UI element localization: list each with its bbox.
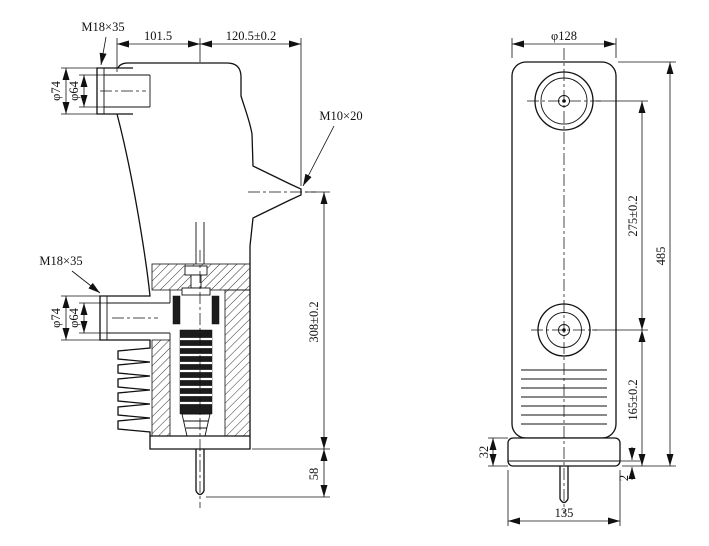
dim-height-stem: 58 <box>206 449 330 498</box>
dim-dia-outer-top-label: φ74 <box>49 80 63 100</box>
right-view: φ128 275±0.2 165±0.2 485 32 <box>477 29 676 526</box>
dim-lip: 2 <box>617 447 640 481</box>
left-view: 101.5 120.5±0.2 M18×35 φ74 φ64 M10×20 M1… <box>39 20 363 508</box>
dim-dia-outer-mid-label: φ74 <box>49 307 63 327</box>
label-thread-contact-group: M10×20 <box>302 109 363 187</box>
dim-flange-height-label: 32 <box>477 446 491 459</box>
dim-span-upper-label: 275±0.2 <box>626 195 640 236</box>
dim-dia-housing: φ128 <box>511 29 617 58</box>
label-thread-mid-group: M18×35 <box>39 254 101 294</box>
dim-height-total-label: 485 <box>654 247 668 266</box>
dim-dia-top: φ74 φ64 <box>49 67 104 115</box>
dim-span-upper: 275±0.2 <box>592 100 648 331</box>
centerlines-left <box>100 90 316 508</box>
dim-dia-housing-label: φ128 <box>551 29 577 43</box>
label-thread-top: M18×35 <box>81 20 124 34</box>
guide-bars <box>172 295 220 325</box>
dim-dia-mid: φ74 φ64 <box>49 295 107 341</box>
lower-bellows-cone <box>181 413 211 437</box>
dim-height-total: 485 <box>618 61 676 467</box>
dim-height-body-label: 308±0.2 <box>307 301 321 342</box>
dim-flange-height: 32 <box>477 437 508 467</box>
label-thread-contact: M10×20 <box>319 109 362 123</box>
label-thread-mid: M18×35 <box>39 254 82 268</box>
dim-span-right-label: 120.5±0.2 <box>226 29 277 43</box>
stem-front <box>559 466 569 504</box>
dim-base-width: 135 <box>507 470 621 526</box>
label-thread-top-group: M18×35 <box>81 20 125 66</box>
dim-height-stem-label: 58 <box>307 468 321 481</box>
dim-span-left-label: 101.5 <box>144 29 172 43</box>
dim-height-body: 308±0.2 <box>252 191 330 450</box>
dim-span-lower-label: 165±0.2 <box>626 379 640 420</box>
dim-span-lower: 165±0.2 <box>626 330 646 466</box>
inner-stem-lines <box>195 222 205 264</box>
mechanism-bolt <box>181 265 211 296</box>
dim-base-width-label: 135 <box>555 506 574 520</box>
dim-dia-inner-top-label: φ64 <box>67 80 81 100</box>
stem <box>195 449 205 496</box>
dim-dia-inner-mid-label: φ64 <box>67 307 81 327</box>
dim-span-top: 101.5 120.5±0.2 <box>116 29 302 186</box>
bellows <box>179 329 213 415</box>
dim-lip-label: 2 <box>617 475 631 481</box>
